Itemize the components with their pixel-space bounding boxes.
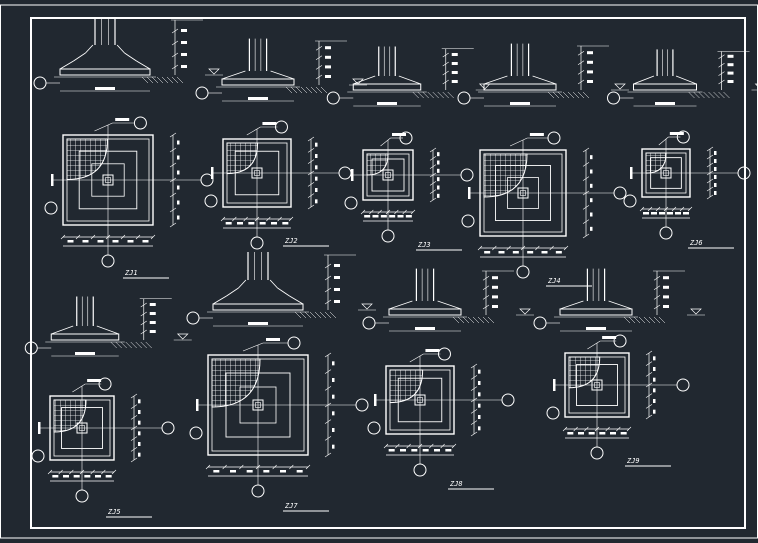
axis-bubble [613,186,627,200]
footing-section [607,49,758,107]
axis-bubble [250,236,264,250]
section-views [24,17,758,357]
axis-bubble [204,194,218,208]
footing-label: ZJ2 [284,237,298,245]
axis-bubble [737,166,751,180]
axis-bubble [533,316,547,330]
axis-bubble [516,265,530,279]
footing-plan: ZJ7 [189,336,369,512]
axis-bubble [75,489,89,503]
axis-bubble [186,311,200,325]
axis-bubble [381,229,395,243]
axis-bubble [623,194,637,208]
footing-section [33,17,223,92]
axis-bubble [501,393,515,407]
footing-section [533,268,705,332]
footing-label: ZJ3 [417,241,431,249]
rebar-hatch [645,152,667,174]
axis-bubble [546,406,560,420]
axis-bubble [355,398,369,412]
axis-bubble [547,131,561,145]
footing-plan: ZJ8 [367,347,515,490]
axis-bubble [607,91,620,105]
rebar-hatch [568,356,601,389]
rebar-hatch [211,358,261,408]
axis-bubble [101,254,115,268]
axis-bubble [367,421,381,435]
footing-plan: ZJ2 [204,120,352,250]
axis-bubble [33,76,47,90]
footing-label: ZJ8 [449,480,463,488]
footing-section [326,46,494,107]
footing-plan: ZJ9 [546,334,690,467]
footing-label: ZJ1 [124,269,138,277]
inner-border [30,17,746,529]
axis-bubble [326,91,340,105]
axis-bubble [362,316,376,330]
footing-label: ZJ4 [547,277,561,285]
rebar-hatch [366,153,389,176]
axis-bubble [613,334,627,348]
axis-bubble [399,131,413,145]
axis-bubble [413,463,427,477]
axis-bubble [251,484,265,498]
footing-label: ZJ7 [284,502,298,510]
axis-bubble [189,426,203,440]
axis-bubble [133,116,147,130]
axis-bubble [659,226,673,240]
axis-bubble [676,130,690,144]
footing-section [457,43,629,107]
footing-plan: ZJ3 [344,131,474,251]
axis-bubble [195,86,209,100]
footing-section [362,268,534,332]
rebar-hatch [53,399,87,433]
footing-label: ZJ6 [689,239,703,247]
axis-bubble [44,201,58,215]
footing-section [24,296,192,357]
footing-plan: ZJ6 [623,130,751,249]
axis-bubble [287,336,301,350]
rebar-hatch [389,369,424,404]
footing-plan: ZJ5 [31,377,175,518]
axis-bubble [590,446,604,460]
footing-section [195,38,367,102]
axis-bubble [344,196,358,210]
axis-bubble [676,378,690,392]
footing-plan: ZJ4 [461,131,627,287]
rebar-hatch [483,153,528,198]
axis-bubble [461,214,475,228]
rebar-hatch [226,142,259,175]
axis-bubble [460,168,474,182]
axis-bubble [338,166,352,180]
axis-bubble [98,377,112,391]
axis-bubble [437,347,451,361]
footing-section [186,252,376,327]
axis-bubble [31,449,45,463]
axis-bubble [457,91,471,105]
axis-bubble [274,120,288,134]
footing-plan: ZJ1 [44,116,214,279]
rebar-hatch [66,138,109,181]
footing-label: ZJ9 [626,457,640,465]
axis-bubble [200,173,214,187]
axis-bubble [161,421,175,435]
footing-label: ZJ5 [107,508,121,516]
